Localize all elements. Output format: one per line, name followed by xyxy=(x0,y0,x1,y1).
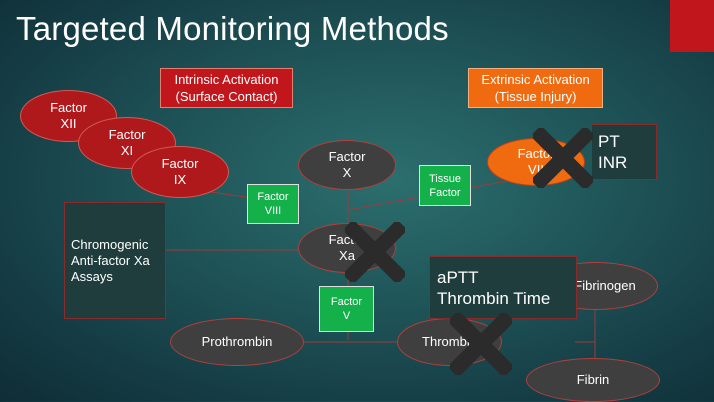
tissue-factor-box: Tissue Factor xyxy=(419,165,471,206)
factor-viii-box: Factor VIII xyxy=(247,184,299,224)
fibrin-node: Fibrin xyxy=(526,358,660,402)
pt-inr-box: PT INR xyxy=(591,124,657,180)
slide-title: Targeted Monitoring Methods xyxy=(16,10,449,47)
accent-bar xyxy=(670,0,714,52)
factor-ix-node: Factor IX xyxy=(131,146,229,198)
factor-x-node: Factor X xyxy=(298,140,396,190)
factor-v-box: Factor V xyxy=(319,286,374,332)
x-mark-icon xyxy=(533,128,593,188)
prothrombin-node: Prothrombin xyxy=(170,318,304,366)
x-mark-icon xyxy=(345,222,405,282)
chromogenic-assay-box: Chromogenic Anti-factor Xa Assays xyxy=(64,202,166,319)
aptt-thrombin-time-box: aPTT Thrombin Time xyxy=(429,256,577,319)
intrinsic-activation-label: Intrinsic Activation (Surface Contact) xyxy=(160,68,293,108)
extrinsic-activation-label: Extrinsic Activation (Tissue Injury) xyxy=(468,68,603,108)
x-mark-icon xyxy=(450,313,512,375)
